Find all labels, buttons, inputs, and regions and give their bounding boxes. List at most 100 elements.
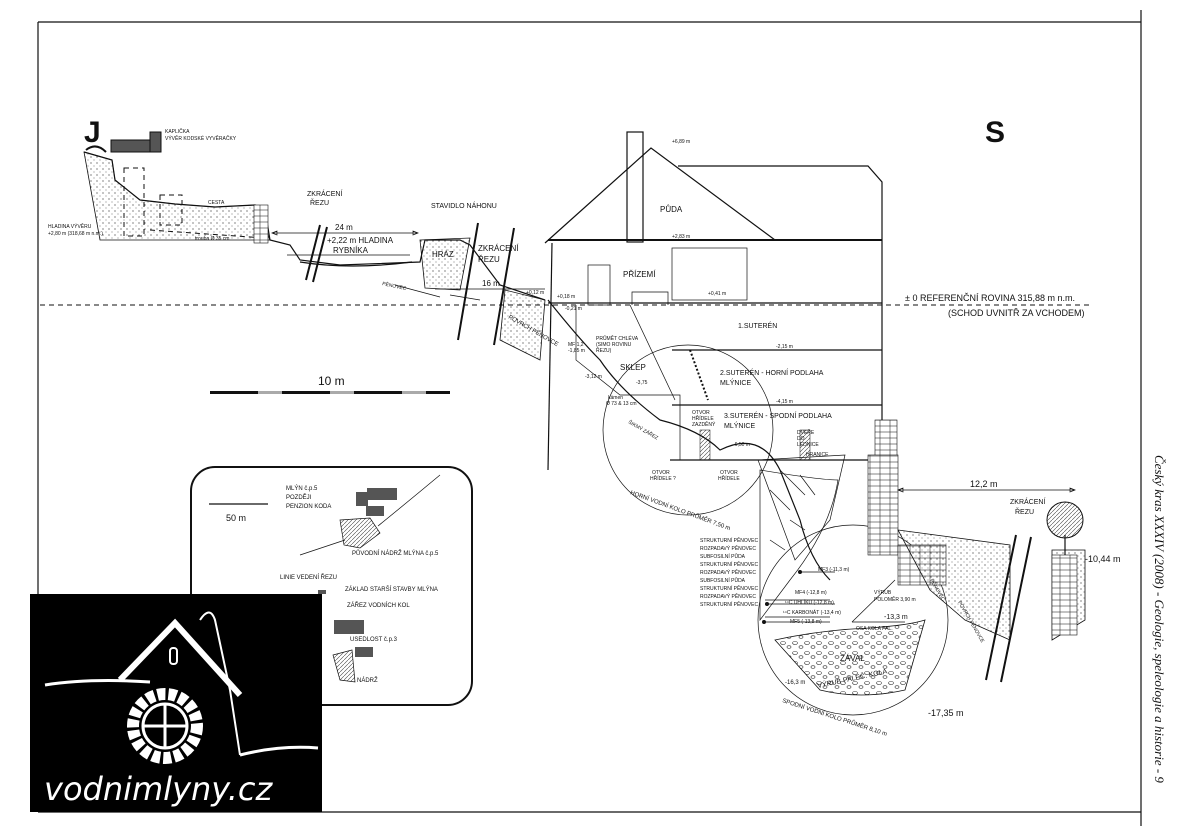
spring-level-value: +2,80 m (318,68 m n.m.) bbox=[48, 231, 103, 237]
basement1-label: 1.SUTERÉN bbox=[738, 321, 777, 330]
basement3-label: MLÝNICE bbox=[724, 421, 755, 430]
cut-label: ZKRÁCENÍ bbox=[478, 244, 519, 253]
level-ridge: +6,89 m bbox=[672, 139, 690, 145]
sample-label: MF5 (-13,8 m) bbox=[790, 619, 822, 625]
dimension-16m: 16 m bbox=[482, 279, 500, 288]
border-label: HRANICE bbox=[806, 452, 829, 458]
shaft-walled-label: OTVOR bbox=[692, 410, 710, 416]
reference-plane-note: (SCHOD UVNITŘ ZA VCHODEM) bbox=[948, 308, 1085, 318]
level-pit: -6,50 m bbox=[733, 442, 750, 448]
chapel-label: KAPLIČKA bbox=[165, 128, 190, 135]
level-axis: -13,3 m bbox=[884, 614, 908, 621]
sample-label: ¹⁴C UHLÍKU (-12,8 m) bbox=[785, 599, 834, 606]
reference-plane-label: ± 0 REFERENČNÍ ROVINA 315,88 m n.m. bbox=[905, 293, 1075, 303]
orientation-north-label: S bbox=[985, 116, 1005, 149]
scale-label: 10 m bbox=[318, 374, 345, 388]
sample-label: MF4 (-12,8 m) bbox=[795, 590, 827, 596]
level-basement2: -4,15 m bbox=[776, 399, 793, 405]
journal-caption: Český kras XXXIV (2008) - Geologie, spel… bbox=[1152, 455, 1167, 783]
inset-pond-label: NÁDRŽ bbox=[357, 676, 378, 684]
collapse-label: ZÁVAL bbox=[840, 654, 865, 663]
layer-label: STRUKTURNÍ PĚNOVEC bbox=[700, 600, 758, 608]
dimension-12-2m: 12,2 m bbox=[970, 479, 998, 489]
spring-level-label: HLADINA VÝVĚRU bbox=[48, 222, 92, 230]
sample-label: MF3 (-11,3 m) bbox=[818, 567, 850, 573]
level-entry: -0,21 m bbox=[565, 306, 582, 312]
stone-label: kámen bbox=[608, 395, 623, 401]
water-wheel-icon bbox=[127, 688, 203, 764]
shaft-label: HŘÍDELE bbox=[718, 474, 740, 482]
pond-level-label: RYBNÍKA bbox=[333, 246, 369, 255]
door-label: LEDNICE bbox=[797, 442, 819, 448]
level-ground: +0,41 m bbox=[708, 291, 726, 297]
level-entry: +0,18 m bbox=[557, 294, 575, 300]
dimension-24m: 24 m bbox=[335, 223, 353, 232]
cut-label: ŘEZU bbox=[478, 255, 500, 264]
layer-label: STRUKTURNÍ PĚNOVEC bbox=[700, 560, 758, 568]
cut-label: ZKRÁCENÍ bbox=[1010, 497, 1045, 506]
level-bottom: -16,3 m bbox=[785, 680, 805, 686]
level-right: -10,44 m bbox=[1085, 554, 1121, 564]
mill-house-section: PŮDA PŘÍZEMÍ 1.SUTERÉN 2.SUTERÉN - HORNÍ… bbox=[526, 131, 898, 581]
scale-bar: 10 m bbox=[210, 374, 450, 394]
upper-water-wheel bbox=[602, 344, 774, 516]
layer-label: ROZPADAVÝ PĚNOVEC bbox=[700, 544, 756, 552]
inset-orig-pond-label: PŮVODNÍ NÁDRŽ MLÝNA č.p.5 bbox=[352, 549, 439, 557]
radius-label: POLOMĚR 3,90 m bbox=[874, 595, 916, 603]
basement2-label: MLÝNICE bbox=[720, 378, 751, 387]
pond-level-label: +2,22 m HLADINA bbox=[327, 236, 394, 245]
barn-projection-label: (SIMO ROVINU bbox=[596, 342, 632, 348]
orientation-south-label: J bbox=[84, 116, 101, 149]
sample-label: ¹⁴C KARBONÁT (-13,4 m) bbox=[783, 609, 841, 616]
attic-label: PŮDA bbox=[660, 205, 683, 214]
inset-mill-label: PENZION KODA bbox=[286, 504, 331, 510]
level-deep: -17,35 m bbox=[928, 708, 964, 718]
layer-label: SUBFOSILNÍ PŮDA bbox=[700, 553, 746, 560]
layer-label: STRUKTURNÍ PĚNOVEC bbox=[700, 536, 758, 544]
dam-label: HRÁZ bbox=[432, 250, 454, 259]
inset-wheel-cut-label: ZÁŘEZ VODNÍCH KOL bbox=[347, 601, 410, 609]
inset-mill-label: POZDĚJI bbox=[286, 493, 312, 501]
level-entry: +0,12 m bbox=[526, 290, 544, 296]
barn-projection-label: ŘEZU) bbox=[596, 346, 612, 354]
door-label: DVEŘE bbox=[797, 428, 815, 436]
shaft-label: HŘÍDELE ? bbox=[650, 474, 676, 482]
ground-floor-label: PŘÍZEMÍ bbox=[623, 270, 656, 279]
lower-wheel-label: SPODNÍ VODNÍ KOLO PRŮMĚR 8,10 m bbox=[781, 696, 888, 738]
spring-label: VÝVĚR KODSKÉ VYVĚRAČKY bbox=[165, 134, 237, 142]
inset-cut-line-label: LINIE VEDENÍ ŘEZU bbox=[280, 573, 337, 581]
cut-label: ŘEZU bbox=[1015, 507, 1034, 516]
inset-mill-label: MLÝN č.p.5 bbox=[286, 485, 318, 492]
vodnimlyny-logo: vodnimlyny.cz bbox=[30, 594, 322, 812]
stone-label: Ø 73 & 13 cm bbox=[606, 401, 637, 407]
wheel-axis-label: OSA KOLA PAL. bbox=[856, 626, 893, 632]
level-attic: +2,83 m bbox=[672, 234, 690, 240]
layer-label: ROZPADAVÝ PĚNOVEC bbox=[700, 592, 756, 600]
slanted-cut-label: ŠIKMÝ ZÁŘEZ bbox=[627, 418, 660, 442]
tree-icon bbox=[1046, 501, 1084, 539]
left-section: 24 m 16 m KAPLIČKA VÝVĚR KODSKÉ VYVĚRAČK… bbox=[48, 128, 560, 361]
reference-plane: ± 0 REFERENČNÍ ROVINA 315,88 m n.m. (SCH… bbox=[40, 293, 1090, 318]
inset-scale-label: 50 m bbox=[226, 513, 246, 523]
cut-label: ŘEZU bbox=[310, 198, 329, 207]
shaft-walled-label: HŘÍDELE bbox=[692, 414, 714, 422]
door-label: DO bbox=[797, 436, 805, 442]
layer-label: ROZPADAVÝ PĚNOVEC bbox=[700, 568, 756, 576]
sample-mf12: MF 1,2 bbox=[568, 342, 584, 348]
level-basement1: -2,15 m bbox=[776, 344, 793, 350]
shaft-label: OTVOR bbox=[652, 470, 670, 476]
level-cellar: -3,75 bbox=[636, 380, 648, 386]
shaft-label: OTVOR bbox=[720, 470, 738, 476]
inset-old-base-label: ZÁKLAD STARŠÍ STAVBY MLÝNA bbox=[345, 586, 438, 593]
level-cellar-out: -3,12 m bbox=[585, 374, 602, 380]
basement2-label: 2.SUTERÉN - HORNÍ PODLAHA bbox=[720, 368, 824, 377]
barn-projection-label: PRŮMĚT CHLÉVA bbox=[596, 334, 639, 342]
road-label: CESTA bbox=[208, 200, 225, 206]
logo-text: vodnimlyny.cz bbox=[44, 770, 274, 808]
shaft-walled-label: ZAZDĚNÝ bbox=[692, 420, 716, 428]
sample-mf12: -1,85 m bbox=[568, 348, 585, 354]
radius-label: VÝRUB bbox=[874, 589, 892, 596]
cellar-label: SKLEP bbox=[620, 363, 646, 372]
travertine-label: PĚNOVEC bbox=[382, 279, 408, 292]
